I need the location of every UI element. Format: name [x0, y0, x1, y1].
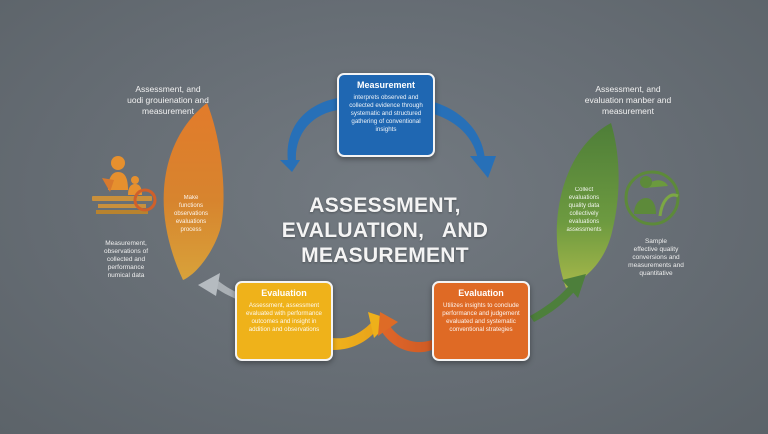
evaluation-right-box-body: Utilizes insights to conclude performanc… — [442, 302, 520, 333]
leaf-right — [556, 123, 619, 288]
arrow-green-right-head — [562, 274, 586, 298]
evaluation-right-box: Evaluation Utilizes insights to conclude… — [432, 281, 530, 361]
arrow-blue-right-head — [470, 156, 496, 178]
central-title-line2: EVALUATION, AND — [281, 219, 489, 242]
arrow-yellow-bottom — [333, 322, 380, 350]
arrow-grey-left-head — [198, 273, 220, 296]
evaluation-left-box-body: Assessment, assessment evaluated with pe… — [245, 302, 322, 333]
arrow-orange-bottom-head — [378, 312, 398, 336]
evaluation-left-box-title: Evaluation — [261, 288, 307, 298]
measurement-box: Measurement interprets observed and coll… — [337, 73, 435, 157]
evaluation-left-box: Evaluation Assessment, assessment evalua… — [235, 281, 333, 361]
evaluation-right-box-title: Evaluation — [458, 288, 504, 298]
people-scale-icon — [92, 156, 157, 214]
central-title-line1: ASSESSMENT, — [309, 194, 461, 217]
arrow-blue-right — [434, 102, 485, 160]
leaf-left — [163, 103, 224, 280]
central-title-line3: MEASUREMENT — [301, 244, 469, 267]
arrow-blue-left — [287, 98, 338, 162]
central-title: ASSESSMENT, EVALUATION, AND MEASUREMENT — [250, 193, 520, 268]
arrow-green-right — [530, 287, 574, 322]
measurement-box-body: interprets observed and collected eviden… — [349, 94, 423, 133]
arrow-blue-left-tail — [280, 160, 300, 172]
growth-person-icon — [624, 170, 680, 226]
arrow-orange-bottom — [382, 326, 432, 353]
measurement-box-title: Measurement — [356, 80, 416, 90]
